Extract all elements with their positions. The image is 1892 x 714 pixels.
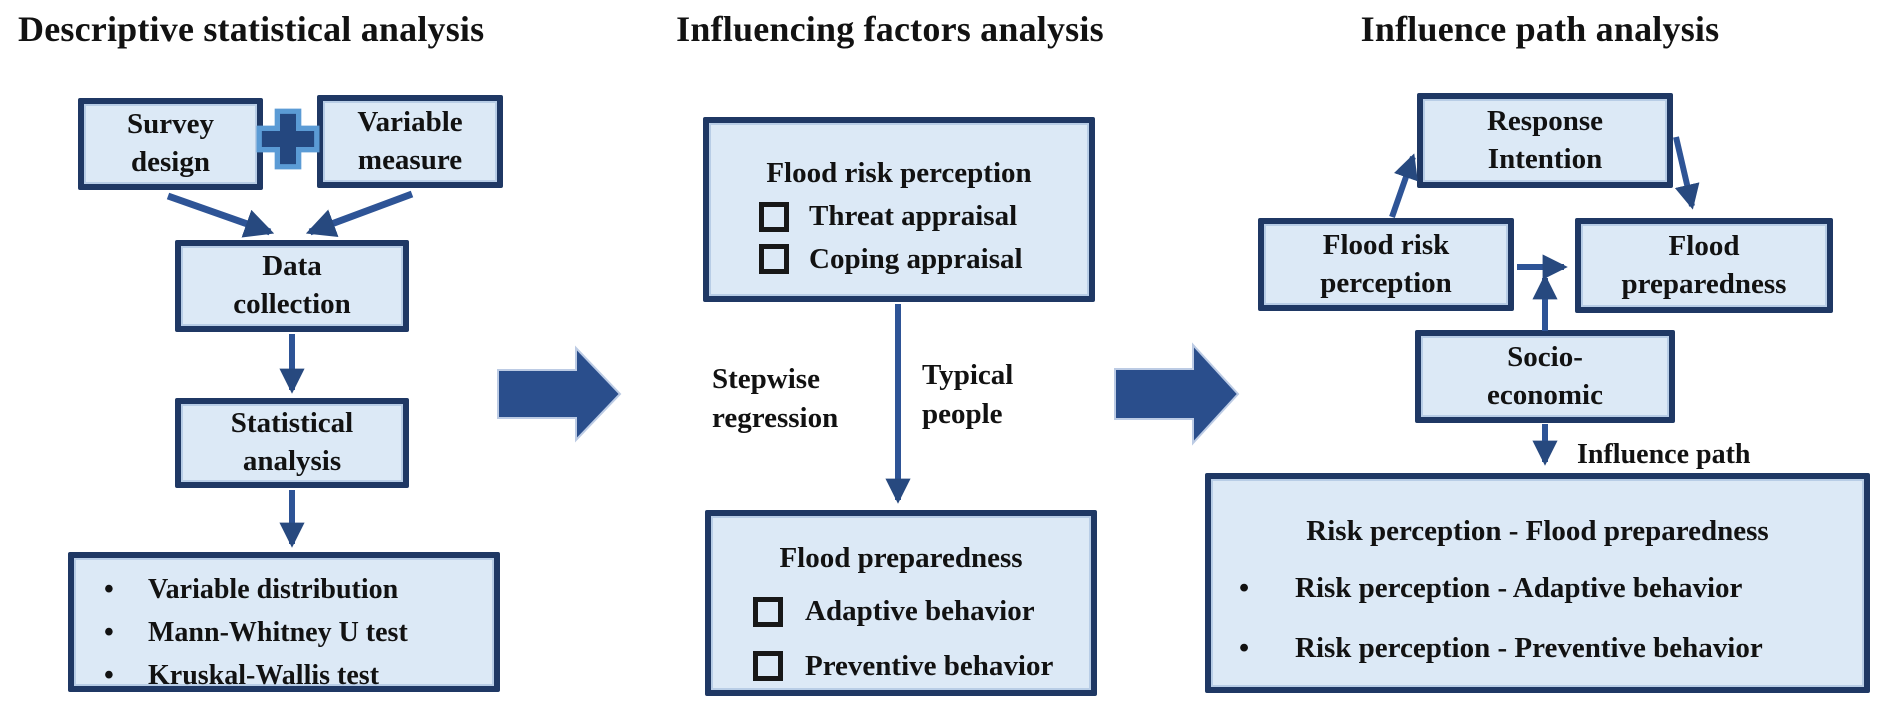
influence-paths-box: Risk perception - Flood preparedness • R… xyxy=(1205,473,1870,693)
response-intention-box: Response Intention xyxy=(1417,93,1673,188)
statistical-analysis-label: Statistical analysis xyxy=(230,407,354,477)
checkbox-item: Preventive behavior xyxy=(711,649,1091,684)
flood-risk-perception-box: Flood risk perception xyxy=(1258,218,1514,311)
flood-risk-perception-heading: Flood risk perception xyxy=(766,157,1032,189)
flood-preparedness-panel: Flood preparedness Adaptive behavior Pre… xyxy=(705,510,1097,696)
data-collection-label: Data collection xyxy=(233,250,351,320)
checkbox-icon xyxy=(753,651,783,682)
result-item-label: Variable distribution xyxy=(148,574,399,605)
influence-path-label: Influence path xyxy=(1577,439,1751,470)
column1-title: Descriptive statistical analysis xyxy=(18,9,485,49)
bullet-icon: • xyxy=(104,660,114,691)
path-item: • Risk perception - Preventive behavior xyxy=(1211,628,1864,668)
checkbox-icon xyxy=(759,201,789,232)
path-item: Risk perception - Flood preparedness xyxy=(1306,515,1769,547)
result-item-label: Mann-Whitney U test xyxy=(148,617,408,648)
result-item: • Mann-Whitney U test xyxy=(74,611,494,654)
stepwise-regression-label: Stepwise regression xyxy=(712,363,839,435)
socio-economic-label: Socio-economic xyxy=(1487,340,1603,411)
checkbox-item-label: Adaptive behavior xyxy=(805,595,1035,628)
result-item-label: Kruskal-Wallis test xyxy=(148,660,380,691)
column-transition-arrow-1-icon xyxy=(497,345,622,443)
statistical-analysis-box: Statistical analysis xyxy=(175,398,409,488)
flood-risk-perception-panel: Flood risk perception Threat appraisal C… xyxy=(703,117,1095,302)
checkbox-item: Coping appraisal xyxy=(709,242,1089,277)
column3-title: Influence path analysis xyxy=(1360,9,1720,49)
flood-preparedness-box: Flood preparedness xyxy=(1575,218,1833,313)
survey-design-box: Survey design xyxy=(78,98,263,190)
flood-preparedness-heading: Flood preparedness xyxy=(779,542,1023,574)
checkbox-item: Threat appraisal xyxy=(709,199,1089,234)
arrow-intention-to-preparedness xyxy=(1673,136,1700,210)
merge-arrow-left xyxy=(166,192,275,238)
path-item-label: Risk perception - Adaptive behavior xyxy=(1295,572,1743,604)
bullet-icon: • xyxy=(104,617,114,648)
plus-icon xyxy=(256,108,320,170)
checkbox-icon xyxy=(759,244,789,275)
bullet-icon: • xyxy=(1239,572,1250,604)
checkbox-item-label: Coping appraisal xyxy=(809,243,1023,276)
survey-design-label: Survey design xyxy=(127,108,214,178)
typical-people-label: Typical people xyxy=(922,359,1014,431)
data-collection-box: Data collection xyxy=(175,240,409,332)
path-item-label: Risk perception - Preventive behavior xyxy=(1295,632,1763,664)
variable-measure-label: Variable measure xyxy=(357,105,463,176)
checkbox-item: Adaptive behavior xyxy=(711,594,1091,629)
bullet-icon: • xyxy=(104,574,114,605)
result-item: • Variable distribution xyxy=(74,568,494,611)
checkbox-item-label: Preventive behavior xyxy=(805,650,1054,683)
column-transition-arrow-2-icon xyxy=(1114,342,1240,446)
column2-title: Influencing factors analysis xyxy=(676,9,1104,49)
variable-measure-box: Variable measure xyxy=(317,95,503,188)
merge-arrow-right xyxy=(305,190,414,238)
checkbox-icon xyxy=(753,596,783,627)
checkbox-item-label: Threat appraisal xyxy=(809,200,1018,233)
arrow-riskperception-to-intention xyxy=(1389,153,1418,218)
flood-preparedness-label: Flood preparedness xyxy=(1621,229,1787,300)
result-item: • Kruskal-Wallis test xyxy=(74,654,494,697)
flood-risk-perception-label: Flood risk perception xyxy=(1320,228,1452,299)
bullet-icon: • xyxy=(1239,632,1250,664)
socio-economic-box: Socio-economic xyxy=(1415,330,1675,423)
response-intention-label: Response Intention xyxy=(1486,104,1603,175)
statistical-results-box: • Variable distribution • Mann-Whitney U… xyxy=(68,552,500,692)
path-item: • Risk perception - Adaptive behavior xyxy=(1211,568,1864,608)
